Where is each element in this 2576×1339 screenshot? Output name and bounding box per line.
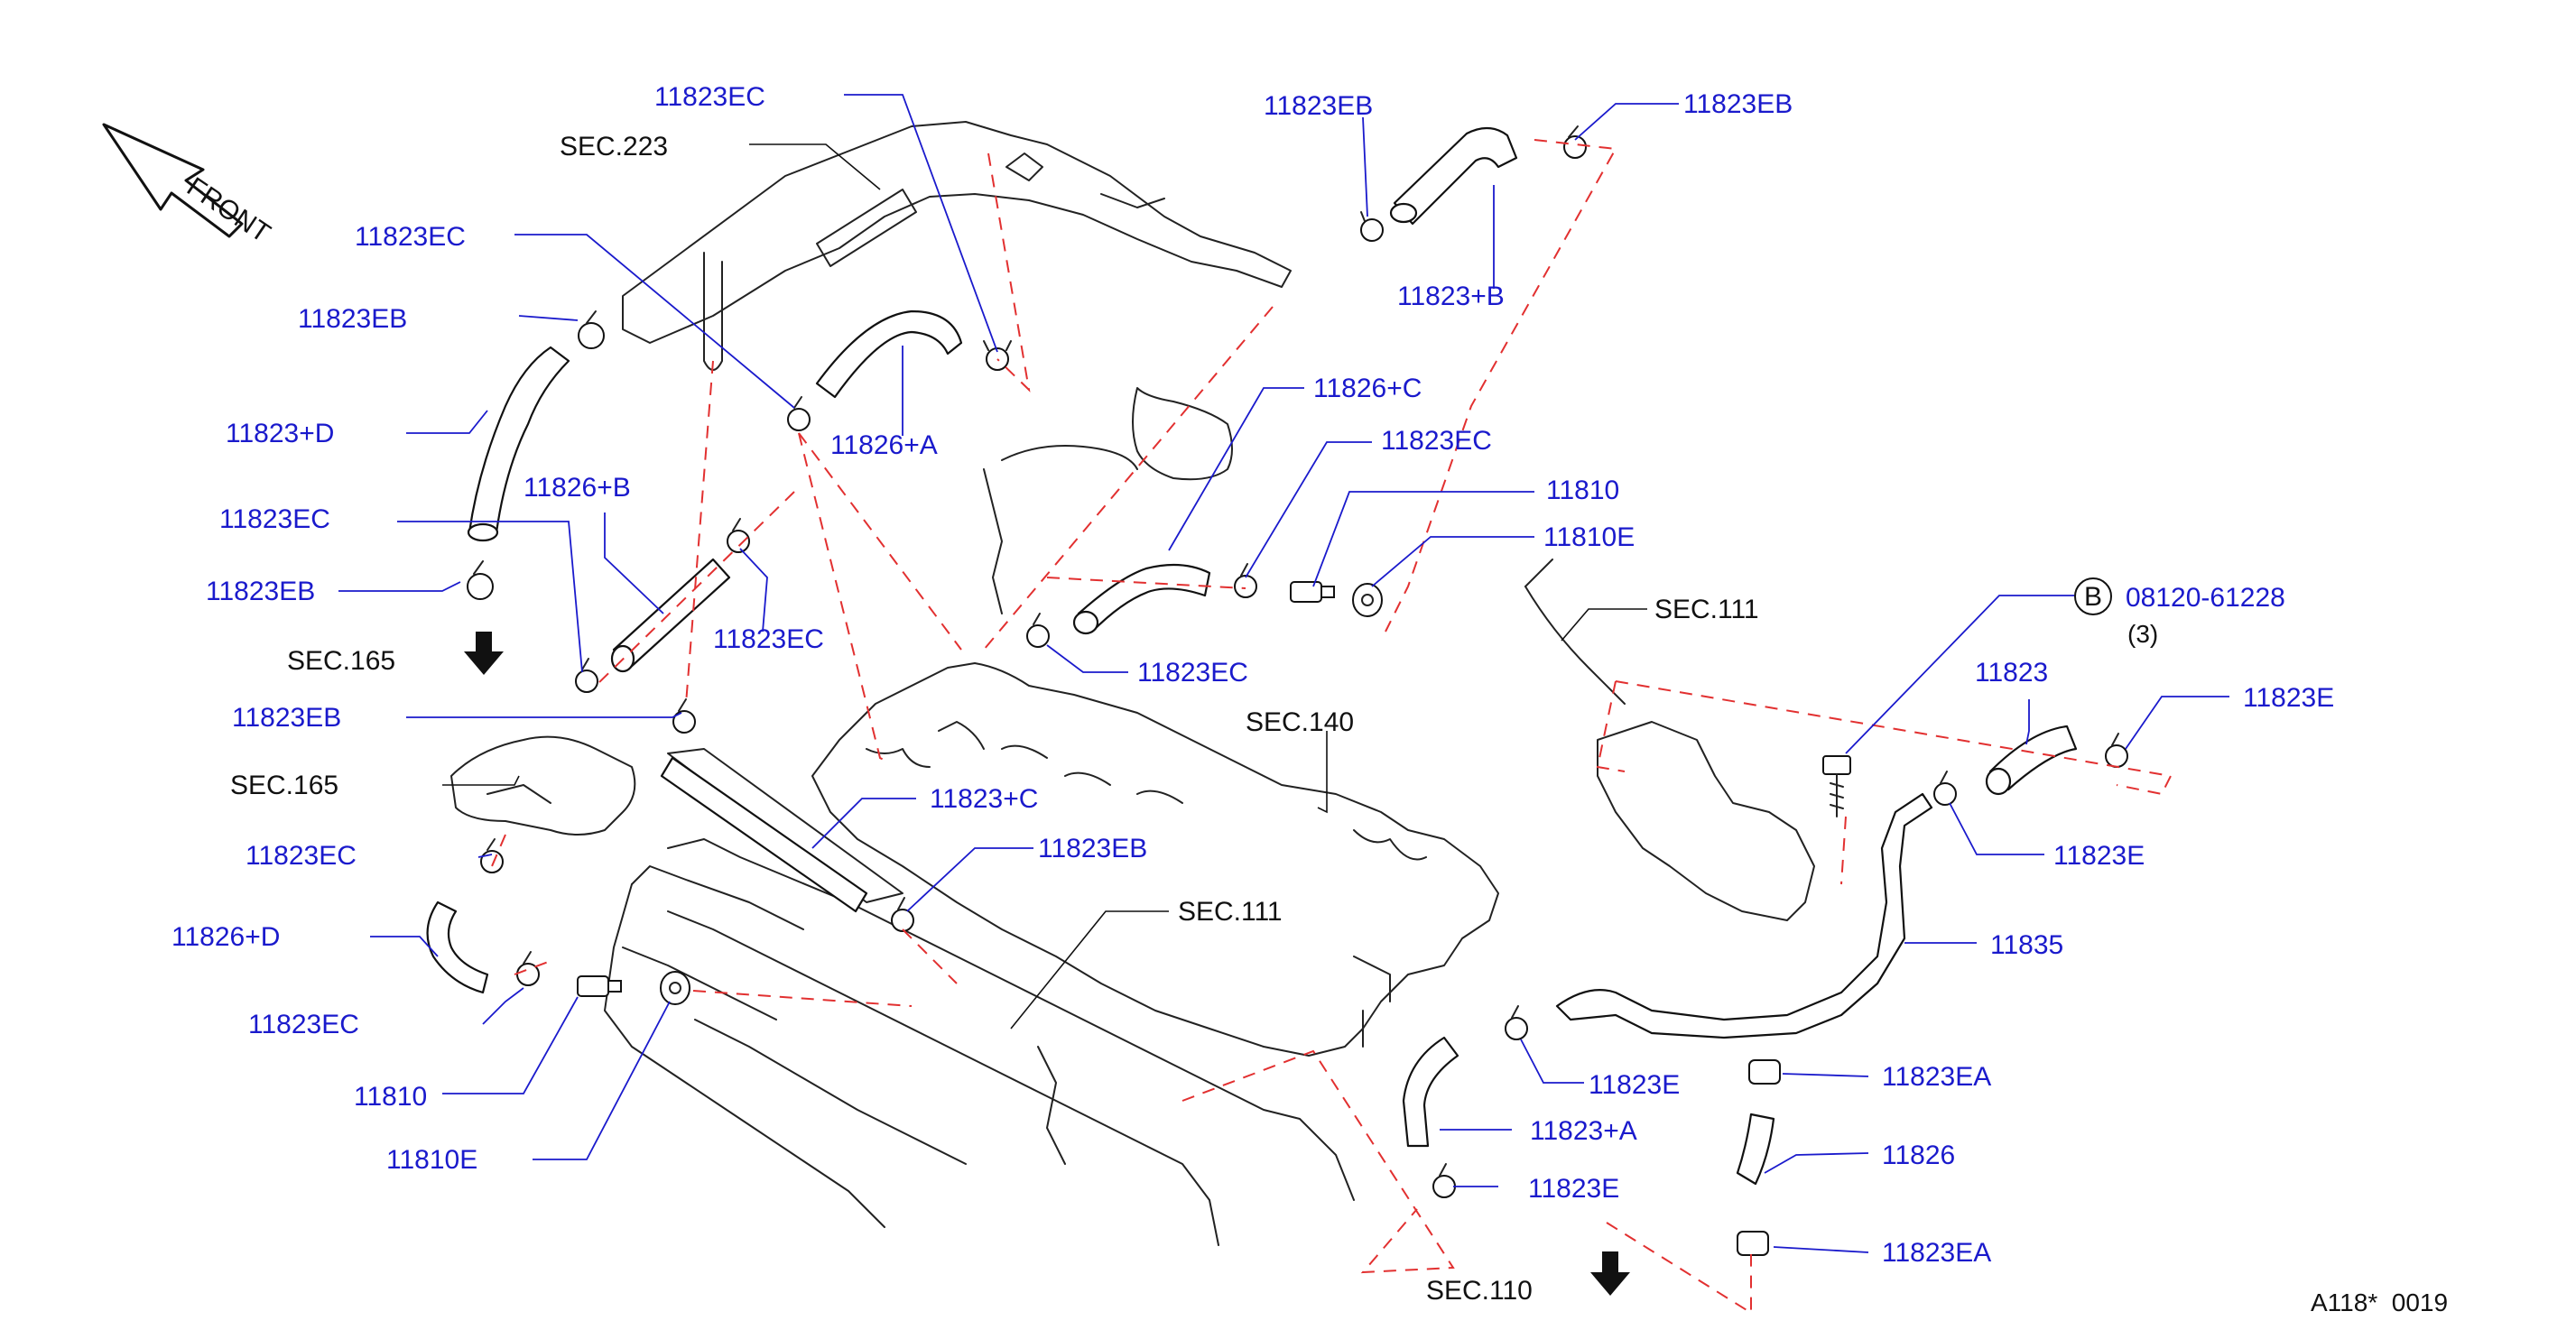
part-label: 11823EA — [1882, 1062, 1991, 1092]
part-label: 11823E — [1528, 1174, 1619, 1204]
clamp-icon — [727, 518, 750, 553]
part-label: 11823EC — [654, 82, 765, 112]
part-label: 11823EC — [1137, 658, 1248, 688]
clamp-icon — [1563, 125, 1587, 159]
clamp-icon — [516, 951, 540, 986]
clamp-icon — [467, 560, 494, 600]
clamp-icon — [1933, 771, 1957, 806]
part-label: 11823+C — [930, 784, 1038, 814]
section-label: SEC.140 — [1246, 707, 1354, 737]
bolt-icon — [1822, 755, 1851, 817]
hose-11823d — [467, 346, 570, 542]
clamp-icon — [1748, 1059, 1781, 1085]
part-label: 11823+B — [1397, 282, 1505, 311]
part-label: 11823E — [1589, 1070, 1680, 1100]
clamp-icon — [1026, 613, 1050, 648]
part-label: 11823+A — [1530, 1116, 1637, 1146]
clamp-icon — [672, 698, 696, 734]
front-arrow-icon — [102, 123, 244, 238]
section-label: SEC.165 — [287, 646, 395, 676]
part-label: 11823EC — [1381, 426, 1492, 456]
part-label: 11823EB — [1264, 91, 1373, 121]
clamp-icon — [575, 658, 598, 693]
down-arrow-icon — [464, 632, 504, 675]
valve-11810-icon — [1290, 581, 1335, 603]
hose-11826d — [426, 900, 489, 994]
part-label: 11823EC — [248, 1010, 359, 1039]
part-label: 11823EB — [298, 304, 407, 334]
part-label: 11823EC — [355, 222, 466, 252]
section-label: SEC.111 — [1654, 595, 1759, 624]
engine-outline — [450, 121, 1815, 1246]
callout-letter: B — [2084, 582, 2102, 612]
clamp-icon — [1360, 211, 1384, 242]
callout-circle — [2074, 577, 2112, 615]
part-label: 11823EB — [1038, 834, 1147, 863]
clamp-icon — [2105, 733, 2128, 768]
hose-11826c — [1072, 563, 1211, 635]
valve-11810e-icon — [1352, 583, 1383, 617]
part-label: 11823EB — [232, 703, 341, 733]
hose-11823b — [1389, 126, 1518, 226]
clamp-icon — [1737, 1231, 1769, 1256]
clamp-icon — [983, 340, 1012, 371]
leader-lines — [338, 94, 2229, 1253]
part-label: 11823EA — [1882, 1238, 1991, 1268]
connection-lines — [491, 139, 2173, 1315]
part-label: 11835 — [1990, 930, 2063, 960]
hose-11826a — [815, 309, 963, 399]
down-arrow-icon — [1590, 1251, 1630, 1296]
hose-11823c — [660, 756, 868, 913]
clamp-icon — [787, 396, 811, 431]
bolt-quantity: (3) — [2127, 620, 2158, 648]
part-label: 11826 — [1882, 1140, 1955, 1170]
part-label: 11823E — [2053, 841, 2145, 871]
part-label: 11823EB — [1683, 89, 1793, 119]
part-label: 11826+A — [830, 430, 938, 460]
valve-11810e-icon — [660, 971, 690, 1005]
section-label: SEC.223 — [560, 132, 668, 162]
clamp-icon — [578, 310, 605, 349]
section-label: SEC.110 — [1426, 1276, 1533, 1306]
diagram-code: A118* 0019 — [2311, 1288, 2448, 1316]
part-label: 11823+D — [226, 419, 334, 448]
clamp-icon — [1432, 1163, 1456, 1198]
part-label: 11810E — [1543, 522, 1635, 552]
clamp-icon — [891, 897, 914, 932]
hose-11826 — [1736, 1113, 1775, 1186]
part-label: 11810 — [1546, 476, 1619, 505]
part-label: 11826+B — [524, 473, 631, 503]
hose-11826b — [610, 558, 731, 673]
valve-11810-icon — [577, 975, 622, 997]
part-label: 11823EC — [713, 624, 824, 654]
hose-11823 — [1985, 725, 2078, 796]
part-label: 11826+C — [1313, 374, 1422, 403]
part-label: 11810E — [386, 1145, 477, 1175]
part-label: 11826+D — [171, 922, 280, 952]
hose-11823a — [1402, 1036, 1459, 1148]
pipe-11835 — [1555, 792, 1933, 1039]
section-label: SEC.165 — [230, 771, 338, 800]
bolt-part-number: 08120-61228 — [2126, 583, 2285, 613]
part-label: 11823EB — [206, 577, 315, 606]
part-label: 11823 — [1975, 658, 2048, 688]
part-label: 11823E — [2243, 683, 2334, 713]
clamp-icon — [1234, 563, 1257, 598]
clamp-icon — [1505, 1005, 1528, 1040]
section-label: SEC.111 — [1178, 897, 1283, 927]
bolt-callout: B 08120-61228 (3) — [2074, 577, 2285, 648]
part-label: 11823EC — [219, 504, 330, 534]
part-label: 11810 — [354, 1082, 427, 1112]
part-label: 11823EC — [246, 841, 357, 871]
